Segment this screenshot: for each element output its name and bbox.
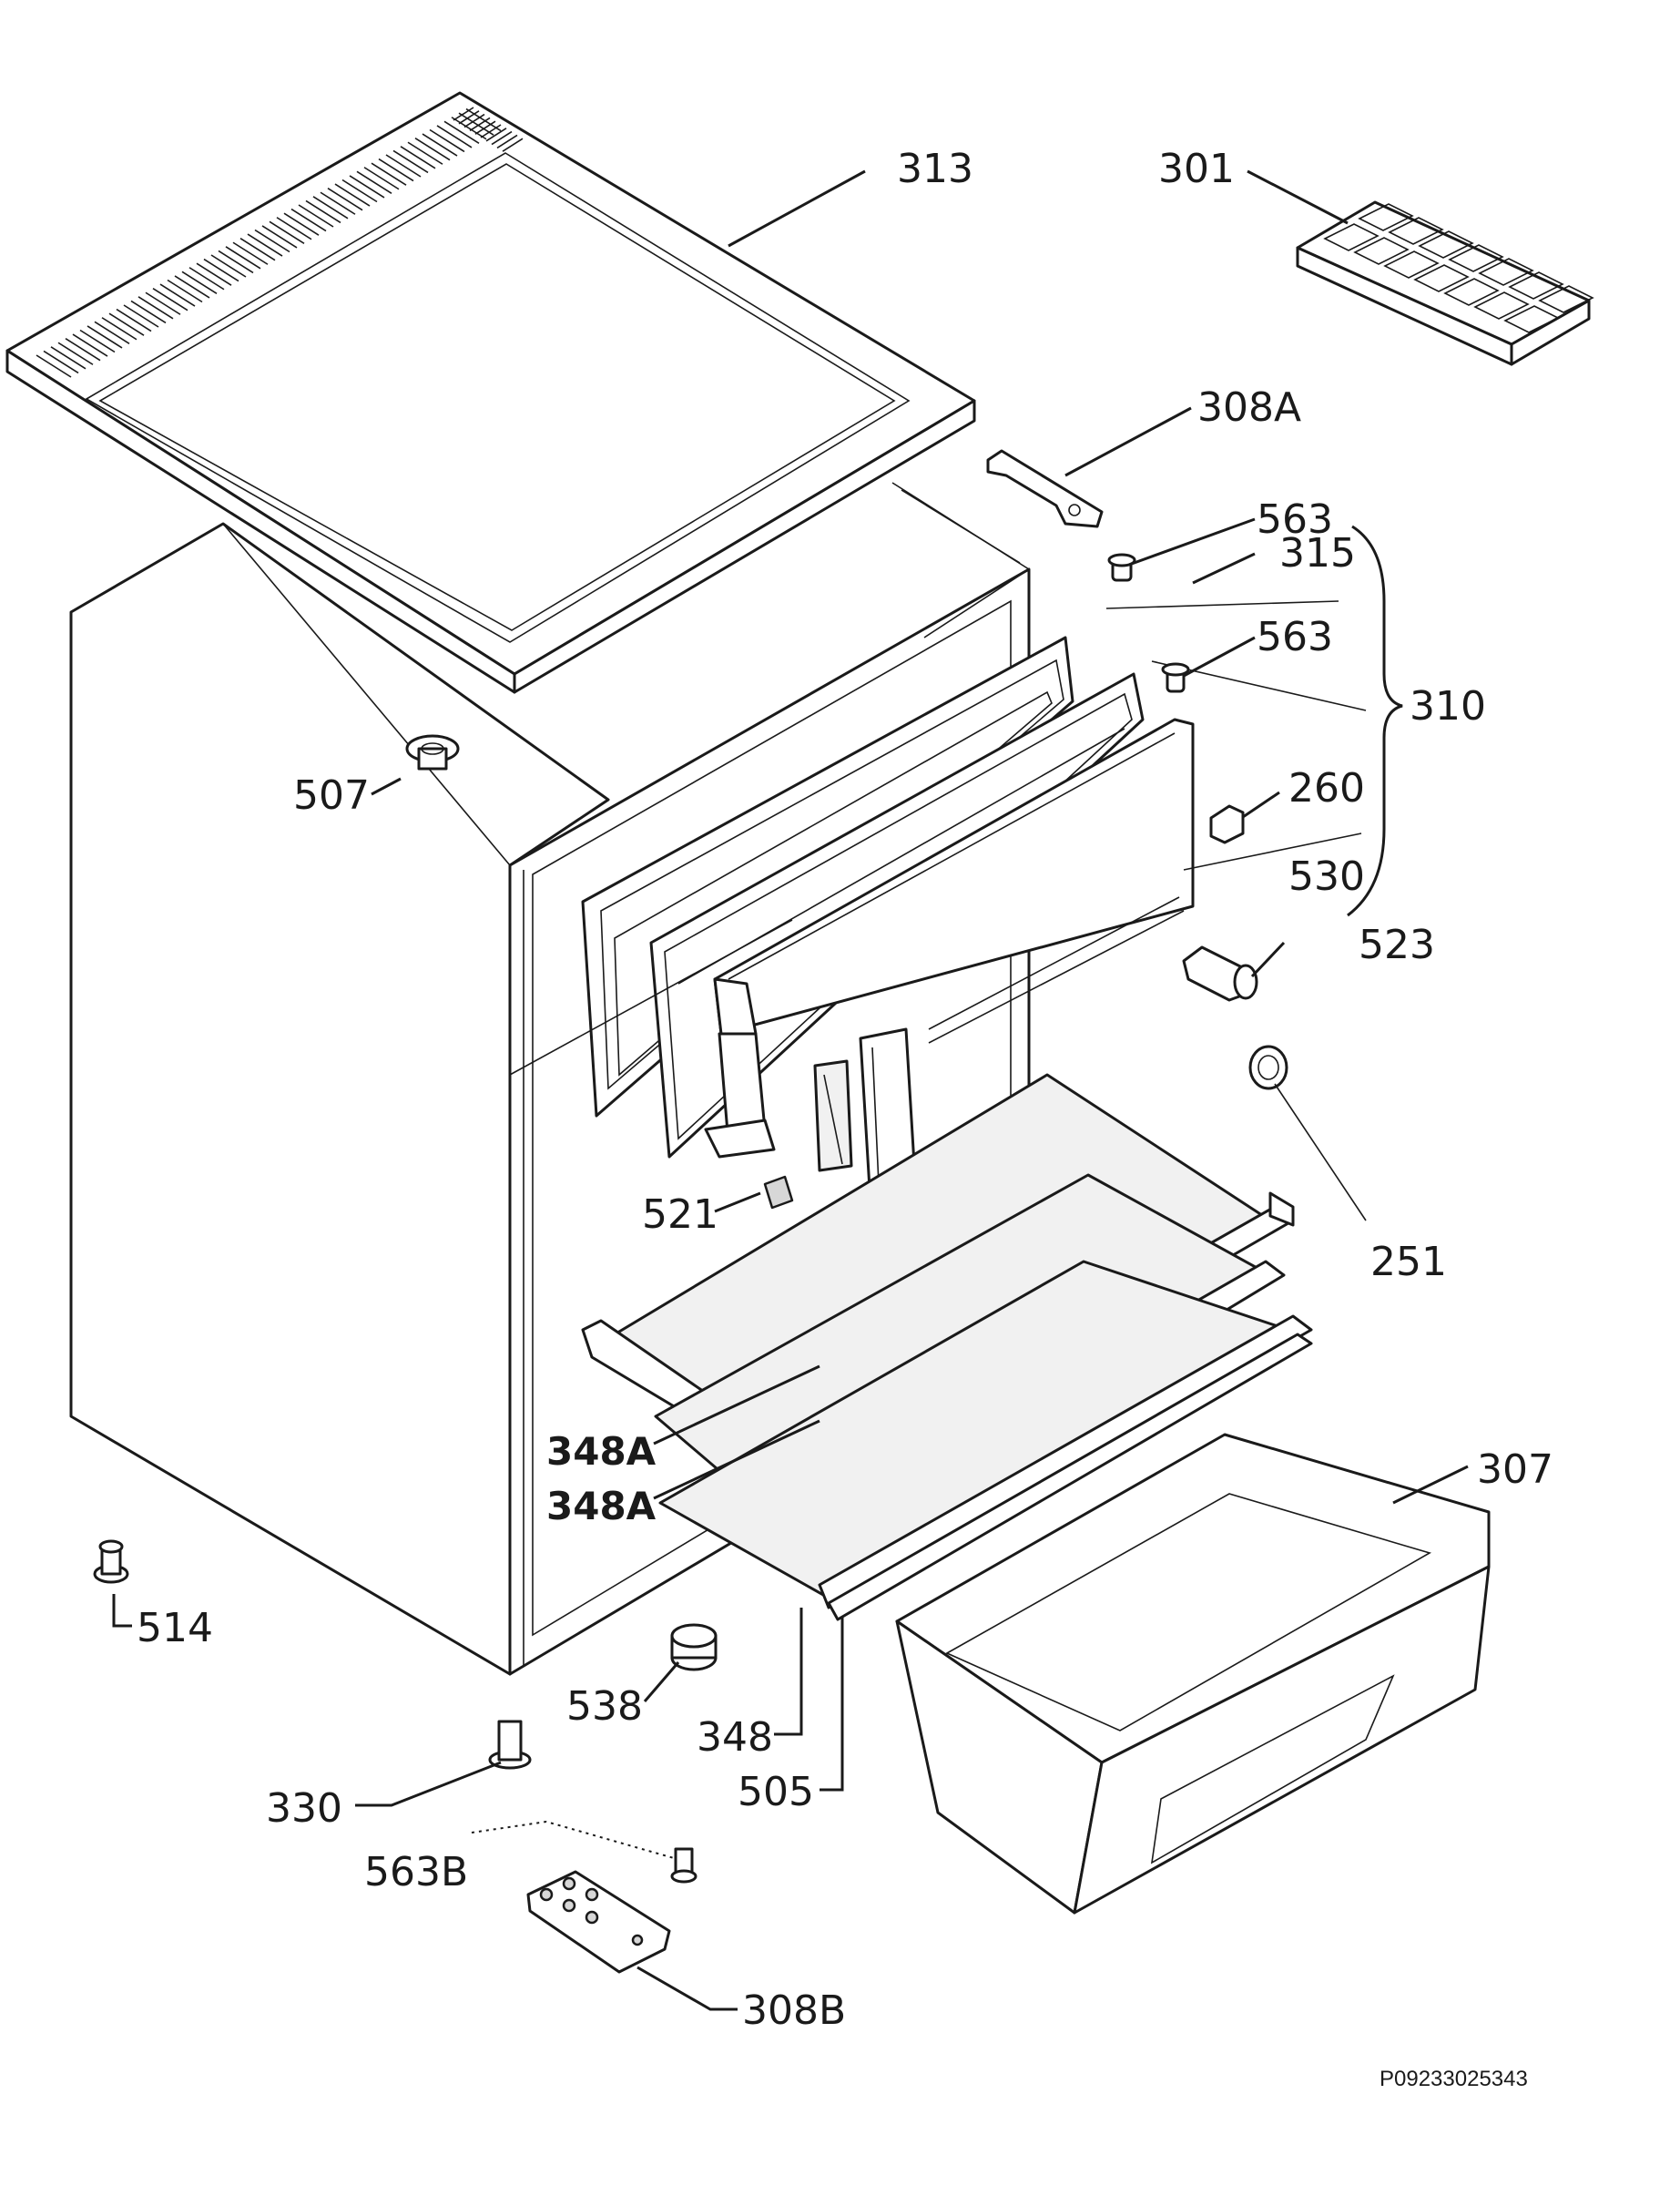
glass-shelves-part — [509, 919, 1313, 1621]
label-308b: 308B — [742, 1987, 846, 2034]
label-521: 521 — [642, 1191, 718, 1238]
crisper-drawer-part — [895, 1433, 1491, 1915]
group-bracket-310 — [1347, 525, 1403, 917]
label-315: 315 — [1279, 530, 1356, 577]
bracket-521-part — [763, 1175, 794, 1210]
label-348a-upper: 348A — [546, 1429, 657, 1474]
screw-563-mid-part — [1161, 662, 1190, 693]
label-260: 260 — [1288, 765, 1365, 812]
label-530: 530 — [1288, 853, 1365, 900]
reference-code: P09233025343 — [1380, 2067, 1528, 2091]
label-538: 538 — [566, 1683, 643, 1730]
label-348a-lower: 348A — [546, 1484, 657, 1528]
cover-vent-slots — [36, 107, 524, 378]
callout-labels: 313 301 308A 563 315 563 310 260 507 530… — [137, 146, 1553, 2091]
top-cover-part — [5, 91, 976, 694]
pin-523-part — [1182, 945, 1258, 1002]
hinge-308a-part — [986, 449, 1104, 528]
label-507: 507 — [293, 772, 370, 819]
screw-563-top-part — [1107, 553, 1136, 582]
label-348: 348 — [697, 1714, 773, 1761]
hinge-308b-part — [526, 1870, 671, 1974]
adjustable-foot-330-part — [488, 1720, 532, 1770]
label-523: 523 — [1359, 922, 1435, 968]
door-frames-part — [581, 636, 1195, 1190]
label-251: 251 — [1370, 1239, 1447, 1285]
ice-tray-cells — [1323, 203, 1594, 333]
label-563b: 563B — [364, 1849, 468, 1895]
label-563-mid: 563 — [1257, 614, 1333, 660]
label-310: 310 — [1410, 683, 1486, 730]
label-301: 301 — [1158, 146, 1235, 192]
label-313: 313 — [897, 146, 973, 192]
label-505: 505 — [738, 1769, 814, 1815]
knob-251-part — [1248, 1045, 1288, 1090]
label-514: 514 — [137, 1605, 213, 1651]
plug-507-part — [405, 734, 460, 771]
clip-260-part — [1209, 804, 1245, 844]
ice-tray-part — [1296, 200, 1594, 366]
label-308a: 308A — [1197, 384, 1301, 431]
label-307: 307 — [1477, 1446, 1553, 1493]
spacer-538-part — [670, 1623, 718, 1671]
label-330: 330 — [266, 1785, 342, 1832]
foot-514-part — [93, 1539, 129, 1584]
leader-lines — [112, 169, 1469, 2011]
label-563-top: 563 — [1257, 496, 1333, 543]
screw-563b-part — [670, 1847, 697, 1884]
